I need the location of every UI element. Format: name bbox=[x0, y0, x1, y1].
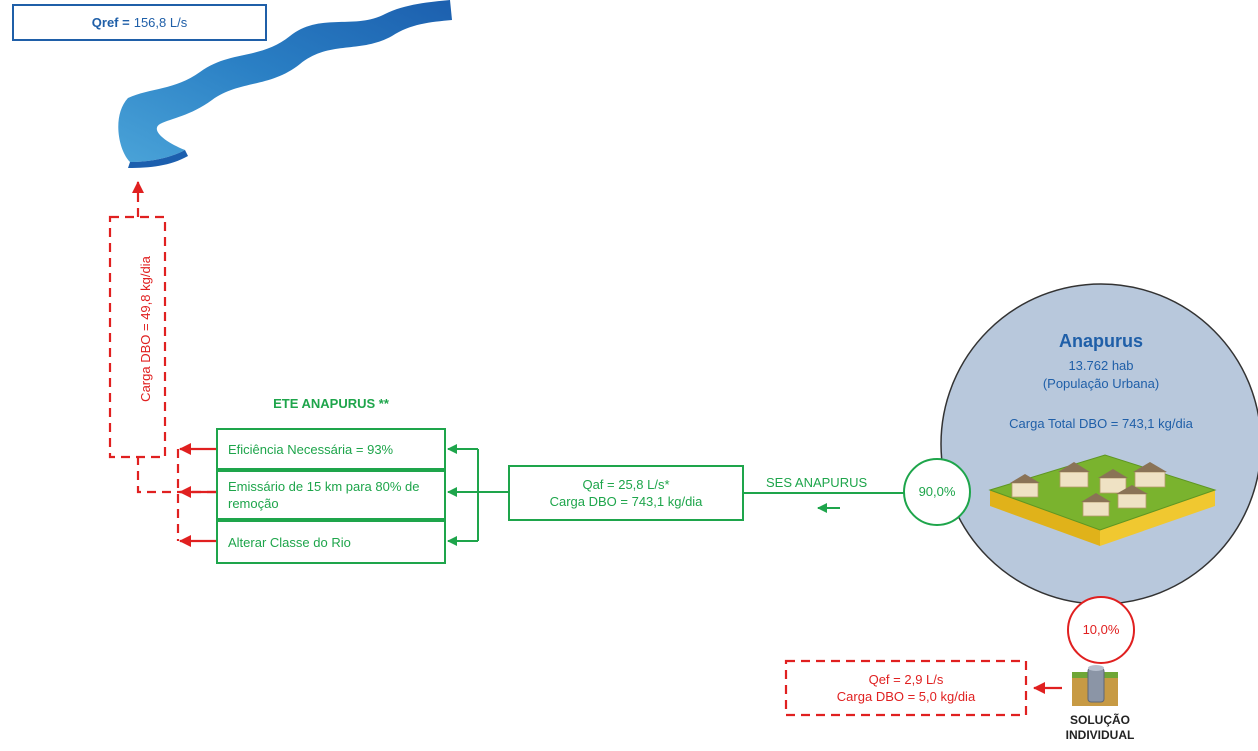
affluent-box: Qaf = 25,8 L/s* Carga DBO = 743,1 kg/dia bbox=[508, 465, 744, 521]
individual-box: Qef = 2,9 L/s Carga DBO = 5,0 kg/dia bbox=[786, 661, 1026, 715]
ses-share: 90,0% bbox=[918, 484, 956, 499]
ete-option-efficiency: Eficiência Necessária = 93% bbox=[216, 428, 446, 470]
city-carga-total: Carga Total DBO = 743,1 kg/dia bbox=[1009, 416, 1193, 431]
individual-qef: Qef = 2,9 L/s bbox=[868, 672, 944, 687]
individual-carga: Carga DBO = 5,0 kg/dia bbox=[836, 689, 976, 704]
city-population-type: (População Urbana) bbox=[1042, 376, 1160, 391]
qref-label: Qref = bbox=[91, 15, 130, 30]
qref-value: 156,8 L/s bbox=[133, 15, 188, 30]
ete-option-river-class: Alterar Classe do Rio bbox=[216, 520, 446, 564]
river-icon bbox=[118, 0, 453, 168]
individual-share-circle bbox=[1067, 596, 1135, 664]
individual-lines bbox=[784, 659, 1062, 717]
solution-line-2: INDIVIDUAL bbox=[1065, 728, 1135, 742]
city-icon bbox=[988, 454, 1217, 546]
affluent-carga: Carga DBO = 743,1 kg/dia bbox=[549, 494, 703, 509]
individual-solution-label: SOLUÇÃO INDIVIDUAL bbox=[1050, 713, 1150, 743]
city-name: Anapurus bbox=[1058, 331, 1143, 351]
city-population: 13.762 hab bbox=[1068, 358, 1134, 373]
ses-share-circle bbox=[903, 458, 971, 526]
discharge-lines bbox=[108, 181, 216, 547]
ete-feed-lines bbox=[447, 444, 904, 546]
discharge-carga-label: Carga DBO = 49,8 kg/dia bbox=[138, 256, 153, 402]
ses-label: SES ANAPURUS bbox=[766, 475, 868, 490]
affluent-qaf: Qaf = 25,8 L/s* bbox=[582, 477, 670, 492]
ete-title: ETE ANAPURUS ** bbox=[273, 396, 389, 411]
solution-line-1: SOLUÇÃO bbox=[1070, 713, 1130, 727]
septic-tank-icon bbox=[1072, 665, 1118, 706]
individual-share: 10,0% bbox=[1082, 622, 1120, 637]
qref-box: Qref = 156,8 L/s bbox=[12, 4, 267, 41]
ete-option-outfall: Emissário de 15 km para 80% de remoção bbox=[216, 470, 446, 520]
